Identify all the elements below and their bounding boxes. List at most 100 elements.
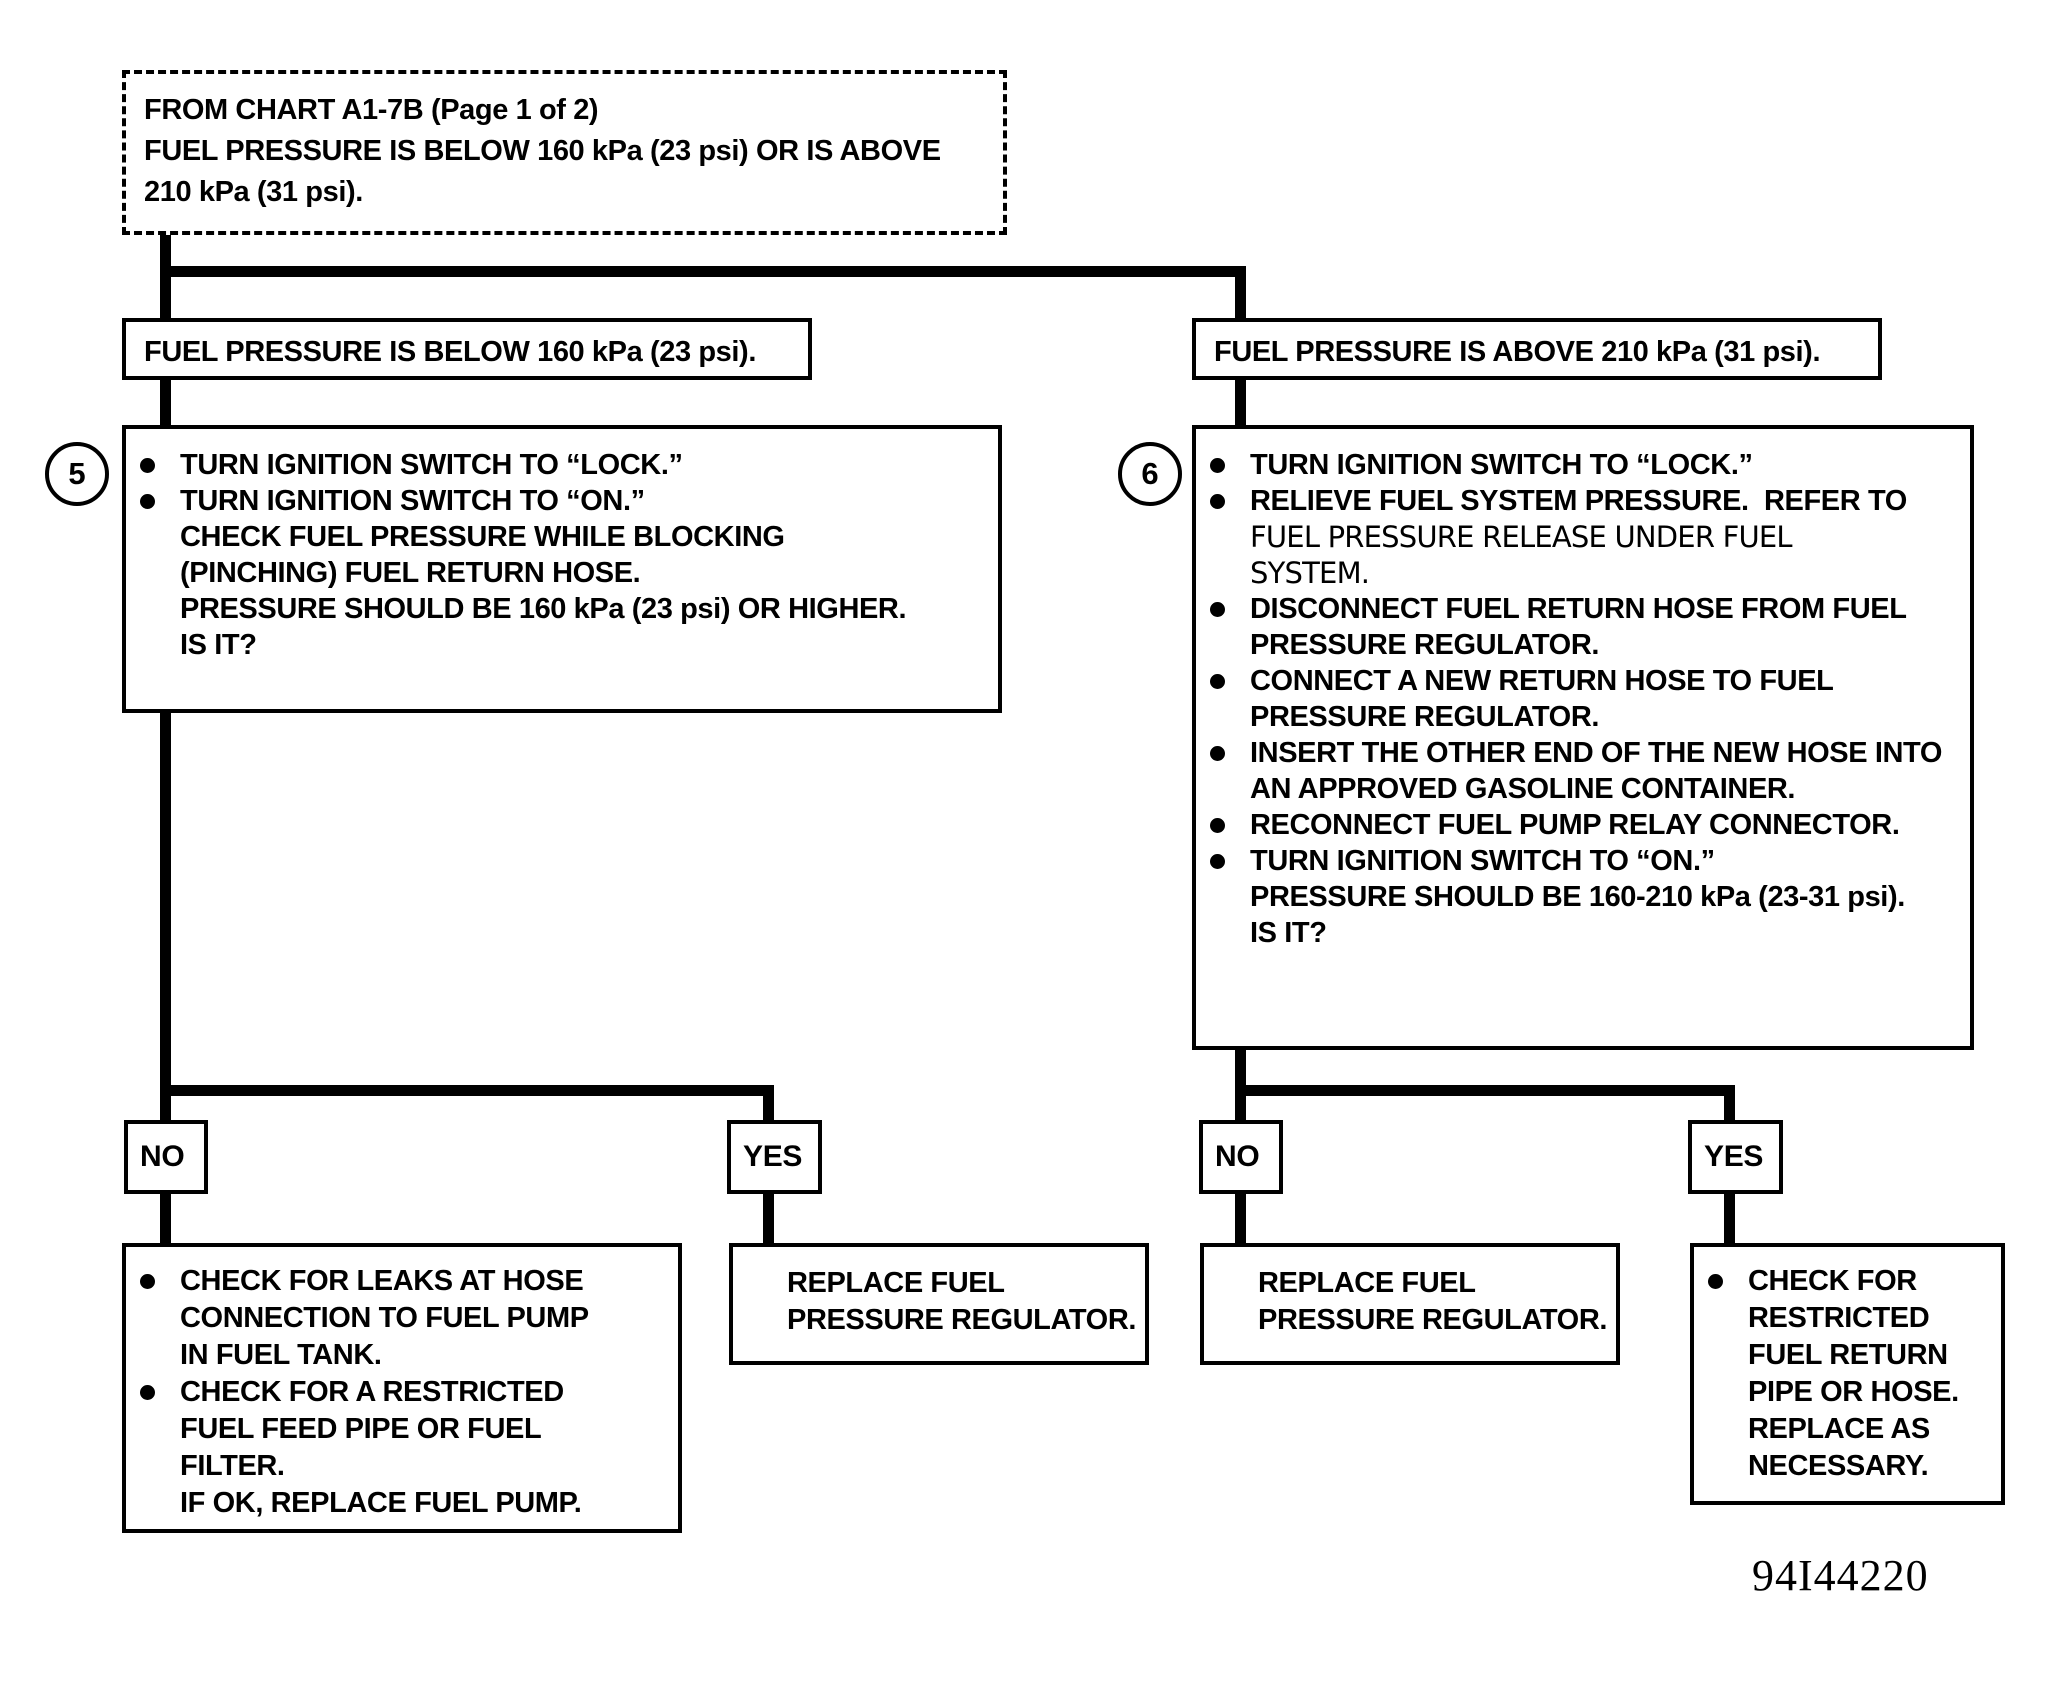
step-5-line: (PINCHING) FUEL RETURN HOSE. [180,557,641,589]
connector-step5-down [160,713,171,1096]
bullet-icon [1210,494,1225,509]
step-6-item: FUEL PRESSURE RELEASE UNDER FUEL [1196,519,1970,555]
connector-left-branch-down [160,266,171,319]
step-6-item: CONNECT A NEW RETURN HOSE TO FUEL [1196,663,1970,699]
intro-box: FROM CHART A1-7B (Page 1 of 2) FUEL PRES… [122,70,1007,235]
result-right-yes-list: CHECK FOR RESTRICTED FUEL RETURN PIPE OR… [1694,1263,2001,1485]
result-line: FILTER. [180,1450,285,1482]
result-line-item: PRESSURE REGULATOR. [1204,1302,1616,1339]
connector-right-branch-down [1235,266,1246,319]
result-line: IN FUEL TANK. [180,1339,382,1371]
step-5-item: IS IT? [126,627,998,663]
intro-line-1: FROM CHART A1-7B (Page 1 of 2) [144,94,599,126]
result-box-left-yes: REPLACE FUEL PRESSURE REGULATOR. [729,1243,1149,1365]
result-line-item: CHECK FOR [1694,1263,2001,1300]
step-6-item: PRESSURE REGULATOR. [1196,699,1970,735]
step-number-5: 5 [45,442,109,506]
bullet-icon [140,1385,155,1400]
step-5-item: CHECK FUEL PRESSURE WHILE BLOCKING [126,519,998,555]
decision-no-right: NO [1199,1120,1283,1194]
bullet-icon [1210,854,1225,869]
bullet-icon [140,494,155,509]
result-right-no-list: REPLACE FUEL PRESSURE REGULATOR. [1204,1265,1616,1339]
result-line-item: FUEL FEED PIPE OR FUEL [126,1411,678,1448]
decision-yes-right: YES [1688,1120,1783,1194]
connector-step6-down [1235,1050,1246,1096]
step-6-line: FUEL PRESSURE RELEASE UNDER FUEL [1250,520,1793,554]
connector-yes-right-to-result [1724,1192,1735,1244]
result-line: REPLACE AS [1748,1413,1930,1445]
step-5-item: (PINCHING) FUEL RETURN HOSE. [126,555,998,591]
bullet-icon [1210,458,1225,473]
result-line: PIPE OR HOSE. [1748,1376,1959,1408]
result-line-item: PIPE OR HOSE. [1694,1374,2001,1411]
step-6-item: RECONNECT FUEL PUMP RELAY CONNECTOR. [1196,807,1970,843]
step-6-line: RELIEVE FUEL SYSTEM PRESSURE. REFER TO [1250,485,1907,517]
connector-no-right-to-result [1235,1192,1246,1244]
decision-yes-left: YES [727,1120,822,1194]
result-line-item: IN FUEL TANK. [126,1337,678,1374]
connector-step6-yes-down [1724,1085,1735,1121]
step-6-line: PRESSURE REGULATOR. [1250,629,1600,661]
result-box-left-no: CHECK FOR LEAKS AT HOSE CONNECTION TO FU… [122,1243,682,1533]
step-5-item: TURN IGNITION SWITCH TO “ON.” [126,483,998,519]
connector-split-horizontal [160,266,1246,277]
step-5-item: PRESSURE SHOULD BE 160 kPa (23 psi) OR H… [126,591,998,627]
result-line-item: FUEL RETURN [1694,1337,2001,1374]
decision-yes-right-label: YES [1704,1140,1764,1173]
connector-yes-left-to-result [763,1192,774,1244]
connector-step5-yes-down [763,1085,774,1121]
step-5-line: TURN IGNITION SWITCH TO “ON.” [180,485,645,517]
result-line: REPLACE FUEL [787,1267,1005,1299]
condition-left-text: FUEL PRESSURE IS BELOW 160 kPa (23 psi). [144,336,756,368]
result-line-item: IF OK, REPLACE FUEL PUMP. [126,1485,678,1522]
result-box-right-no: REPLACE FUEL PRESSURE REGULATOR. [1200,1243,1620,1365]
bullet-icon [1210,602,1225,617]
step-number-6: 6 [1118,442,1182,506]
connector-intro-down [160,235,171,275]
step-box-6: TURN IGNITION SWITCH TO “LOCK.” RELIEVE … [1192,425,1974,1050]
bullet-icon [1210,818,1225,833]
step-6-line: AN APPROVED GASOLINE CONTAINER. [1250,773,1796,805]
result-line-item: REPLACE FUEL [1204,1265,1616,1302]
result-line-item: REPLACE AS [1694,1411,2001,1448]
result-line-item: FILTER. [126,1448,678,1485]
step-6-item: RELIEVE FUEL SYSTEM PRESSURE. REFER TO [1196,483,1970,519]
result-line: PRESSURE REGULATOR. [787,1304,1137,1336]
result-line: RESTRICTED [1748,1302,1930,1334]
bullet-icon [1210,674,1225,689]
step-5-line: IS IT? [180,629,257,661]
step-6-line: TURN IGNITION SWITCH TO “LOCK.” [1250,449,1753,481]
decision-no-left: NO [124,1120,208,1194]
step-5-line: PRESSURE SHOULD BE 160 kPa (23 psi) OR H… [180,593,907,625]
step-6-item: AN APPROVED GASOLINE CONTAINER. [1196,771,1970,807]
step-6-list: TURN IGNITION SWITCH TO “LOCK.” RELIEVE … [1196,447,1970,951]
step-6-item: INSERT THE OTHER END OF THE NEW HOSE INT… [1196,735,1970,771]
step-6-line: SYSTEM. [1250,556,1370,590]
step-6-line: RECONNECT FUEL PUMP RELAY CONNECTOR. [1250,809,1900,841]
result-box-right-yes: CHECK FOR RESTRICTED FUEL RETURN PIPE OR… [1690,1243,2005,1505]
result-line: REPLACE FUEL [1258,1267,1476,1299]
decision-yes-left-label: YES [743,1140,803,1173]
step-box-5: TURN IGNITION SWITCH TO “LOCK.” TURN IGN… [122,425,1002,713]
condition-right-text: FUEL PRESSURE IS ABOVE 210 kPa (31 psi). [1214,336,1821,368]
result-line-item: PRESSURE REGULATOR. [733,1302,1145,1339]
result-line: CHECK FOR [1748,1265,1917,1297]
step-6-item: TURN IGNITION SWITCH TO “ON.” [1196,843,1970,879]
result-left-no-list: CHECK FOR LEAKS AT HOSE CONNECTION TO FU… [126,1263,678,1522]
bullet-icon [1708,1274,1723,1289]
result-left-yes-list: REPLACE FUEL PRESSURE REGULATOR. [733,1265,1145,1339]
result-line-item: CHECK FOR A RESTRICTED [126,1374,678,1411]
result-line-item: CHECK FOR LEAKS AT HOSE [126,1263,678,1300]
step-6-line: PRESSURE SHOULD BE 160-210 kPa (23-31 ps… [1250,881,1905,913]
step-6-item: DISCONNECT FUEL RETURN HOSE FROM FUEL [1196,591,1970,627]
result-line: CHECK FOR A RESTRICTED [180,1376,564,1408]
step-6-line: TURN IGNITION SWITCH TO “ON.” [1250,845,1715,877]
connector-step5-no-down [160,1085,171,1121]
condition-box-left: FUEL PRESSURE IS BELOW 160 kPa (23 psi). [122,318,812,380]
step-6-line: DISCONNECT FUEL RETURN HOSE FROM FUEL [1250,593,1907,625]
result-line: PRESSURE REGULATOR. [1258,1304,1608,1336]
step-6-item: IS IT? [1196,915,1970,951]
step-6-line: CONNECT A NEW RETURN HOSE TO FUEL [1250,665,1834,697]
